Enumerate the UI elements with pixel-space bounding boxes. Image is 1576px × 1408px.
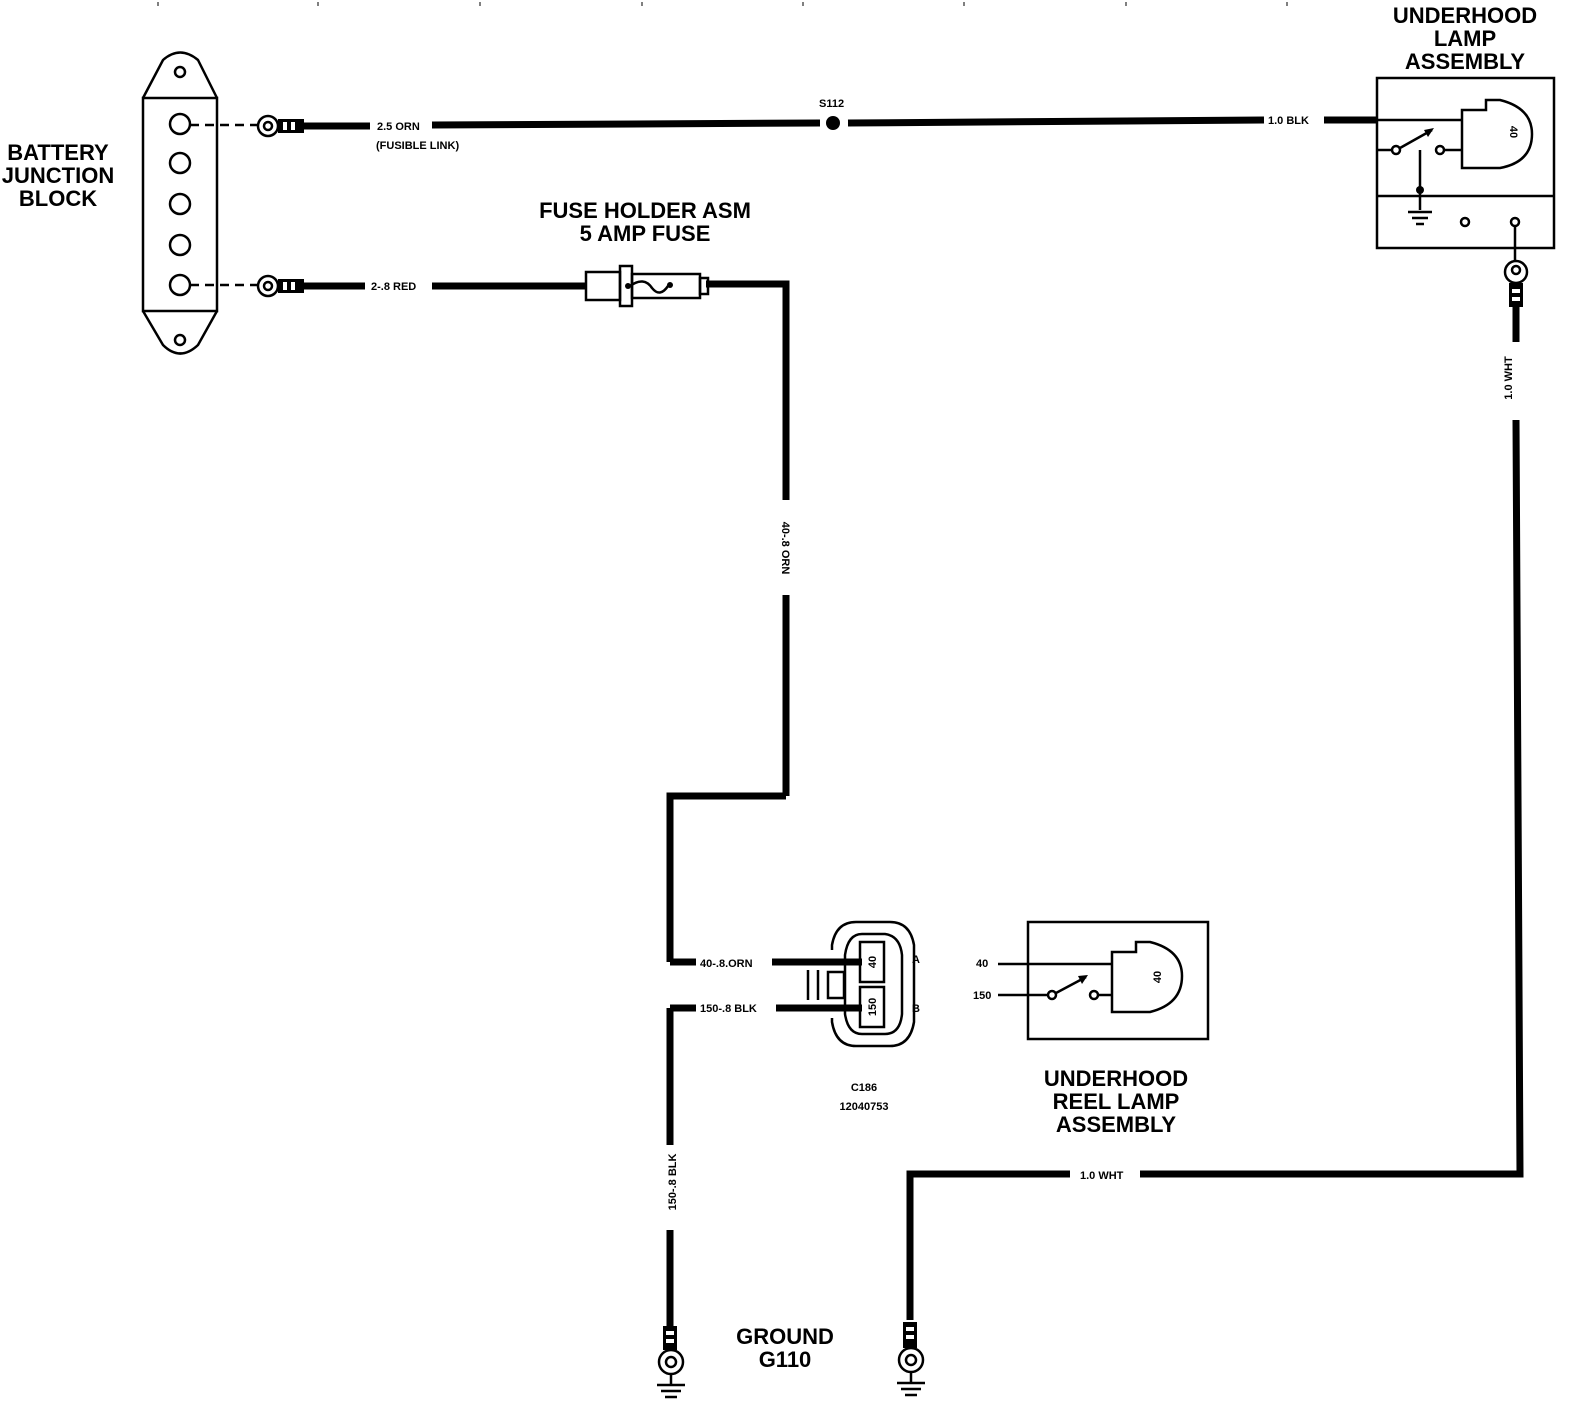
ground-terminal-left: [657, 1230, 685, 1399]
label-orn-vertical: 40-.8 ORN: [779, 522, 791, 575]
battery-label-2: JUNCTION: [2, 163, 114, 188]
label-fusible-note: (FUSIBLE LINK): [376, 140, 459, 152]
connector-part-number: 12040753: [840, 1101, 889, 1113]
ground-terminal-right: [897, 1322, 925, 1397]
terminal-2: [168, 151, 192, 175]
lamp-label-1: UNDERHOOD: [1393, 3, 1537, 28]
wire-red: [304, 280, 790, 962]
connector-pin-b: B: [912, 1003, 920, 1015]
ring-terminal-lamp: [1503, 259, 1529, 307]
label-lamp-feed: 1.0 BLK: [1268, 115, 1309, 127]
label-fusible-wire: 2.5 ORN: [377, 121, 420, 133]
connector-name: C186: [851, 1082, 877, 1094]
ring-terminal-top: [256, 114, 304, 138]
battery-junction-block: [141, 51, 219, 355]
underhood-reel-lamp-assembly: 40: [998, 920, 1210, 1041]
fuse-label-1: FUSE HOLDER ASM: [539, 198, 751, 223]
label-wht-horizontal: 1.0 WHT: [1080, 1170, 1124, 1182]
terminal-1: [168, 112, 192, 136]
terminal-5: [168, 273, 192, 297]
connector-cavity-a: 40: [867, 956, 879, 968]
reel-label-2: REEL LAMP: [1053, 1089, 1180, 1114]
ground-label-1: GROUND: [736, 1324, 834, 1349]
label-pin-b-wire: 150-.8 BLK: [700, 1003, 757, 1015]
ring-terminal-bottom: [256, 274, 304, 298]
label-pin-a-wire: 40-.8.ORN: [700, 958, 753, 970]
wire-top: [304, 116, 1378, 130]
fuse-holder: [584, 264, 710, 308]
top-tick-marks: [157, 2, 1288, 6]
battery-label-1: BATTERY: [7, 140, 109, 165]
fuse-label-2: 5 AMP FUSE: [580, 221, 711, 246]
lamp-bulb-label: 40: [1507, 126, 1519, 138]
reel-label-3: ASSEMBLY: [1056, 1112, 1177, 1137]
reel-label-1: UNDERHOOD: [1044, 1066, 1188, 1091]
connector-pin-a: A: [912, 954, 920, 966]
terminal-3: [168, 192, 192, 216]
connector-c186: 40 150: [666, 920, 916, 1145]
reel-pin-150: 150: [973, 990, 991, 1002]
label-wht-vertical: 1.0 WHT: [1503, 356, 1515, 400]
label-splice: S112: [819, 98, 844, 110]
lamp-label-3: ASSEMBLY: [1405, 49, 1526, 74]
battery-label-3: BLOCK: [19, 186, 97, 211]
label-red-wire: 2-.8 RED: [371, 281, 416, 293]
lamp-label-2: LAMP: [1434, 26, 1496, 51]
connector-cavity-b: 150: [867, 998, 879, 1016]
wire-white: [906, 307, 1524, 1320]
terminal-4: [168, 233, 192, 257]
ground-label-2: G110: [759, 1347, 812, 1372]
reel-pin-40: 40: [976, 958, 988, 970]
reel-bulb-label: 40: [1152, 971, 1164, 983]
label-blk-vertical: 150-.8 BLK: [667, 1154, 679, 1211]
splice-s112: [826, 116, 840, 130]
underhood-lamp-assembly: 40: [1375, 76, 1556, 262]
